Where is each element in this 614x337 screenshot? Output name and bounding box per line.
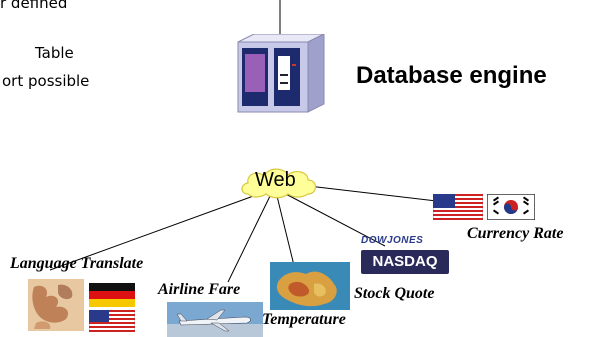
bullet-text-3: ort possible — [2, 72, 90, 90]
temperature-label: Temperature — [262, 311, 346, 328]
line-web-to-currency — [299, 184, 446, 203]
nasdaq-logo-text: NASDAQ — [372, 253, 438, 270]
dowjones-logo: DOWJONES — [361, 235, 424, 246]
language-translate-label: Language Translate — [10, 255, 144, 272]
database-server-icon — [237, 34, 325, 113]
line-web-to-language — [49, 189, 271, 271]
nasdaq-logo: NASDAQ — [361, 250, 449, 274]
airline-fare-label: Airline Fare — [158, 281, 241, 298]
bullet-text-1: r defined — [0, 0, 68, 12]
web-label: Web — [255, 169, 296, 191]
line-web-to-airline — [227, 191, 273, 283]
us-flag-icon — [433, 194, 483, 220]
manuscript-image — [28, 279, 84, 331]
airplane-image — [167, 302, 263, 337]
us-flag-small-icon — [89, 310, 135, 332]
currency-rate-label: Currency Rate — [467, 225, 564, 242]
bullet-text-2: Table — [35, 44, 74, 62]
line-web-to-stock — [281, 191, 386, 247]
web-cloud-icon — [241, 168, 317, 199]
korea-flag-icon — [487, 194, 535, 220]
temperature-map-image — [270, 262, 350, 310]
database-engine-label: Database engine — [356, 62, 547, 89]
stock-quote-label: Stock Quote — [354, 285, 435, 302]
germany-flag-icon — [89, 283, 135, 307]
